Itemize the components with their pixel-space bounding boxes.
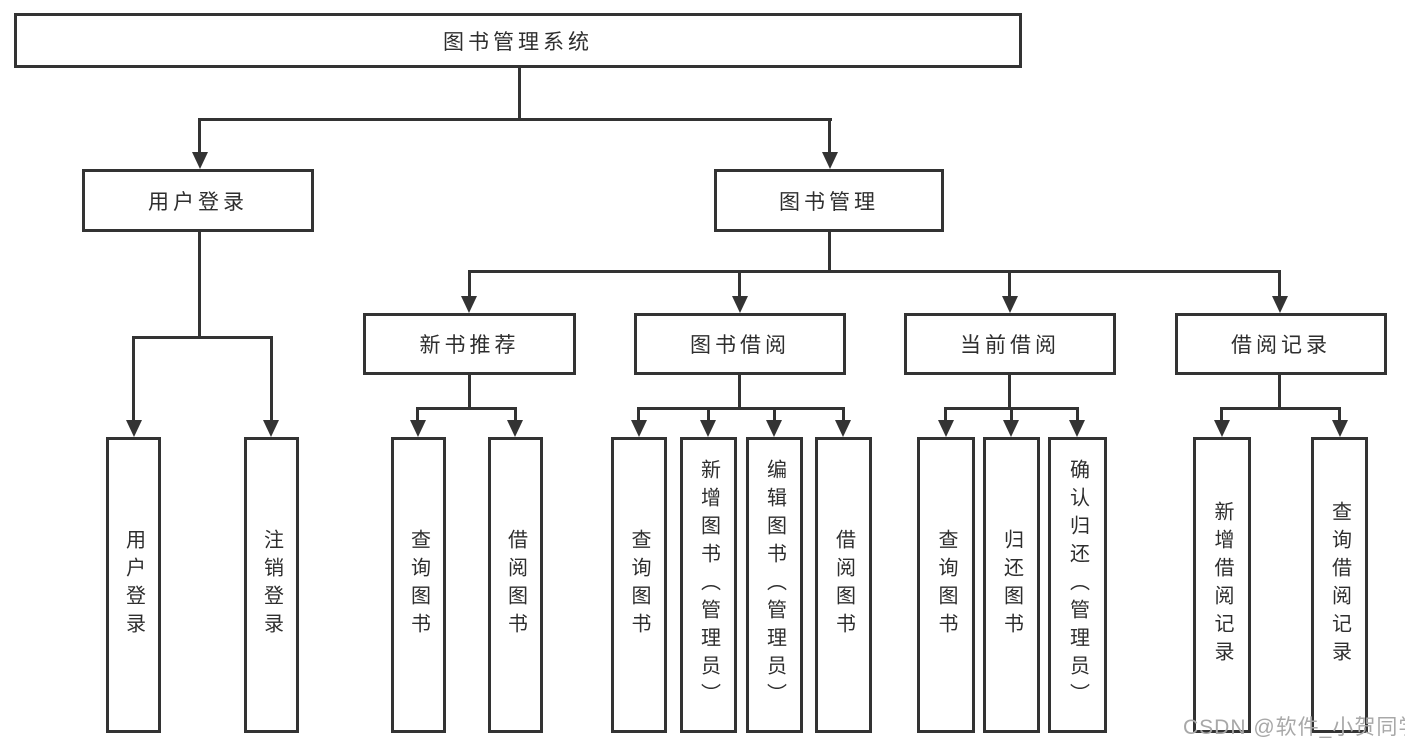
leaf-cb-return-book-label: 归还图书 [1000, 529, 1023, 641]
leaf-logout: 注销登录 [244, 437, 299, 733]
leaf-bw-query-book-label: 查询图书 [628, 529, 650, 641]
leaf-br-add-record: 新增借阅记录 [1193, 437, 1251, 733]
connector-mgmt-stem [828, 232, 831, 273]
leaf-cb-query-book-label: 查询图书 [935, 529, 957, 641]
connector-root-hline [198, 118, 832, 121]
node-user-login-label: 用户登录 [148, 190, 248, 214]
connector-drop-user-login [198, 118, 201, 154]
leaf-bw-add-book: 新增图书（管理员） [680, 437, 737, 733]
leaf-bw-borrow-book-label: 借阅图书 [832, 529, 855, 641]
leaf-cb-query-book: 查询图书 [917, 437, 975, 733]
node-borrow-record-label: 借阅记录 [1231, 334, 1331, 357]
arrow-br1 [1214, 420, 1230, 437]
connector-drop-bw4 [842, 407, 845, 421]
arrow-bw2 [700, 420, 716, 437]
arrow-bw1 [631, 420, 647, 437]
connector-drop-cb2 [1010, 407, 1013, 421]
connector-drop-bw1 [637, 407, 640, 421]
connector-drop-login [132, 336, 135, 421]
csdn-watermark: CSDN @软件_小贺同学 [1183, 716, 1405, 739]
arrow-current [1002, 296, 1018, 313]
connector-drop-logout [270, 336, 273, 421]
arrow-bw4 [835, 420, 851, 437]
leaf-cb-confirm-return: 确认归还（管理员） [1048, 437, 1107, 733]
leaf-nb-borrow-book-label: 借阅图书 [504, 529, 527, 641]
node-book-borrow: 图书借阅 [634, 313, 846, 375]
connector-drop-new-book [468, 270, 471, 297]
leaf-nb-query-book-label: 查询图书 [407, 529, 430, 641]
connector-record-hline [1221, 407, 1341, 410]
connector-drop-cb1 [944, 407, 947, 421]
connector-root-stem [518, 68, 521, 118]
leaf-bw-query-book: 查询图书 [611, 437, 667, 733]
connector-drop-current [1008, 270, 1011, 297]
node-book-mgmt-label: 图书管理 [779, 190, 879, 214]
node-borrow-record: 借阅记录 [1175, 313, 1387, 375]
connector-newbook-hline [417, 407, 516, 410]
arrow-user-login [192, 152, 208, 169]
arrow-cb2 [1003, 420, 1019, 437]
node-user-login: 用户登录 [82, 169, 314, 232]
leaf-logout-label: 注销登录 [260, 529, 283, 641]
connector-mgmt-hline [468, 270, 1280, 273]
leaf-br-query-record: 查询借阅记录 [1311, 437, 1368, 733]
arrow-cb1 [938, 420, 954, 437]
node-current-borrow: 当前借阅 [904, 313, 1116, 375]
connector-drop-nb2 [514, 407, 517, 421]
connector-record-stem [1278, 375, 1281, 408]
arrow-record [1272, 296, 1288, 313]
connector-current-stem [1008, 375, 1011, 408]
arrow-bw3 [766, 420, 782, 437]
arrow-book-mgmt [822, 152, 838, 169]
arrow-logout [263, 420, 279, 437]
leaf-bw-edit-book-label: 编辑图书（管理员） [763, 459, 786, 711]
arrow-nb2 [507, 420, 523, 437]
arrow-new-book [461, 296, 477, 313]
connector-drop-cb3 [1076, 407, 1079, 421]
node-new-book-label: 新书推荐 [419, 334, 520, 357]
arrow-login [126, 420, 142, 437]
connector-drop-nb1 [416, 407, 419, 421]
leaf-cb-confirm-return-label: 确认归还（管理员） [1066, 459, 1089, 711]
connector-drop-bw2 [707, 407, 710, 421]
node-new-book: 新书推荐 [363, 313, 576, 375]
leaf-bw-add-book-label: 新增图书（管理员） [697, 459, 720, 711]
arrow-book-borrow [732, 296, 748, 313]
connector-borrow-hline [638, 407, 844, 410]
leaf-user-login-label: 用户登录 [122, 529, 145, 641]
connector-drop-book-borrow [738, 270, 741, 297]
leaf-nb-borrow-book: 借阅图书 [488, 437, 543, 733]
connector-user-hline [132, 336, 273, 339]
leaf-br-query-record-label: 查询借阅记录 [1328, 501, 1351, 669]
connector-drop-br1 [1220, 407, 1223, 421]
connector-user-stem [198, 232, 201, 339]
connector-drop-bw3 [773, 407, 776, 421]
arrow-nb1 [410, 420, 426, 437]
connector-drop-record [1278, 270, 1281, 297]
node-book-borrow-label: 图书借阅 [690, 334, 790, 357]
leaf-bw-borrow-book: 借阅图书 [815, 437, 872, 733]
arrow-br2 [1332, 420, 1348, 437]
connector-newbook-stem [468, 375, 471, 408]
connector-drop-br2 [1338, 407, 1341, 421]
leaf-br-add-record-label: 新增借阅记录 [1211, 501, 1233, 669]
leaf-nb-query-book: 查询图书 [391, 437, 446, 733]
connector-drop-book-mgmt [828, 118, 831, 154]
connector-borrow-stem [738, 375, 741, 408]
leaf-user-login: 用户登录 [106, 437, 161, 733]
node-current-borrow-label: 当前借阅 [960, 334, 1060, 357]
node-root: 图书管理系统 [14, 13, 1022, 68]
arrow-cb3 [1069, 420, 1085, 437]
leaf-cb-return-book: 归还图书 [983, 437, 1040, 733]
node-root-label: 图书管理系统 [443, 30, 593, 54]
leaf-bw-edit-book: 编辑图书（管理员） [746, 437, 803, 733]
node-book-mgmt: 图书管理 [714, 169, 944, 232]
